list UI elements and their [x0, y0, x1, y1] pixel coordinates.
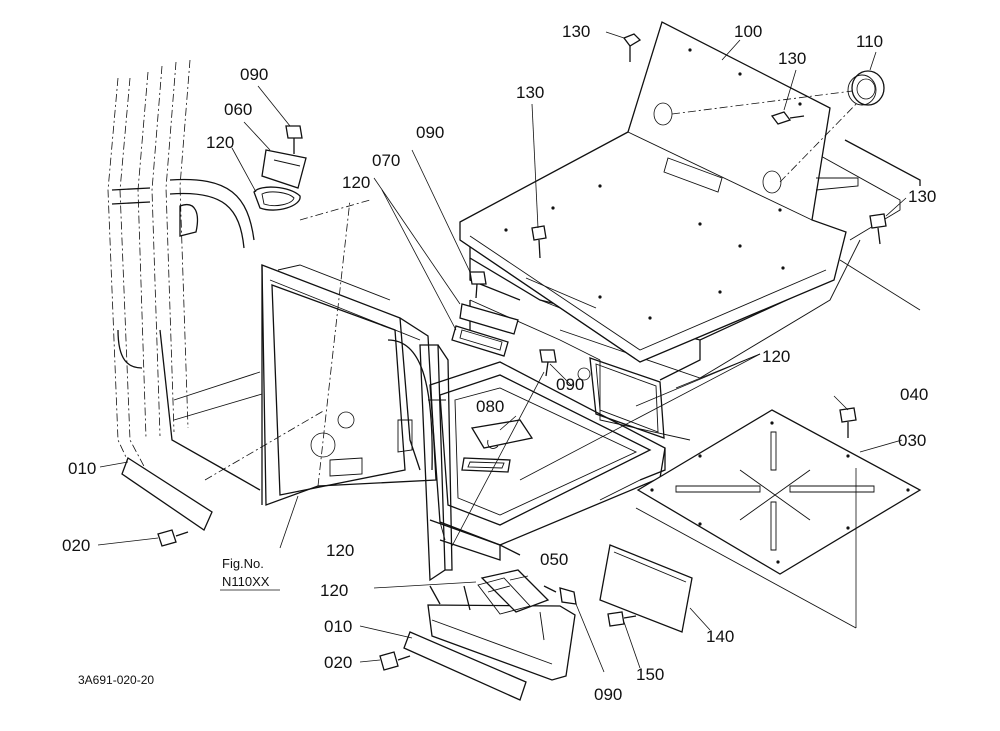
bolt-020-bottom: [379, 651, 411, 671]
label-110: 110: [856, 32, 883, 51]
label-140: 140: [706, 627, 734, 646]
label-020-bottom: 020: [324, 653, 352, 672]
label-030: 030: [898, 431, 926, 450]
label-130-right: 130: [908, 187, 936, 206]
label-120-lower: 120: [326, 541, 354, 560]
label-010-bottom: 010: [324, 617, 352, 636]
label-130-top: 130: [562, 22, 590, 41]
rear-opening: [577, 357, 665, 439]
part-120-gasket-top-left: [253, 186, 301, 211]
label-060: 060: [224, 100, 252, 119]
part-110-grommet: [847, 70, 885, 106]
figure-reference: Fig.No. N110XX: [220, 556, 280, 591]
bolt-090-center: [469, 271, 487, 299]
part-labels: 130 100 130 110 130 130 090 060 120 090 …: [62, 22, 936, 704]
label-090-bottom: 090: [594, 685, 622, 704]
part-030-floor-plate: [636, 409, 922, 575]
label-120-mid: 120: [342, 173, 370, 192]
front-console: [261, 199, 437, 506]
bolt-090-top-left: [285, 125, 303, 154]
part-060-cover: [261, 149, 307, 189]
bolt-150: [607, 611, 637, 627]
part-100-cover: [459, 21, 861, 363]
label-130-center: 130: [516, 83, 544, 102]
bolt-090-floor: [539, 349, 557, 377]
label-070: 070: [372, 151, 400, 170]
label-090-floor: 090: [556, 375, 584, 394]
label-090-top-left: 090: [240, 65, 268, 84]
label-040: 040: [900, 385, 928, 404]
label-090-center: 090: [416, 123, 444, 142]
bolt-icons: [157, 33, 887, 671]
label-050: 050: [540, 550, 568, 569]
bolt-130-top: [622, 33, 642, 62]
part-120-gasket-mid: [451, 325, 509, 357]
label-120-right: 120: [762, 347, 790, 366]
label-130-mid: 130: [778, 49, 806, 68]
bolt-130-center: [531, 225, 547, 259]
part-010-step-plates: [121, 457, 527, 701]
label-120-top-left: 120: [206, 133, 234, 152]
label-150: 150: [636, 665, 664, 684]
rops-frame: [107, 59, 326, 491]
part-120-gasket-floor: [461, 457, 511, 473]
part-080-cover: [470, 419, 534, 449]
label-080: 080: [476, 397, 504, 416]
leader-lines: [97, 31, 907, 673]
bolt-040: [839, 407, 857, 438]
part-070-cover: [459, 303, 519, 335]
drawing-code: 3A691-020-20: [78, 673, 154, 687]
label-100: 100: [734, 22, 762, 41]
fig-ref-line1: Fig.No.: [222, 556, 264, 571]
part-140-access-cover: [599, 544, 693, 633]
part-050-cover: [477, 569, 550, 615]
bolt-020-left: [157, 529, 189, 547]
label-010-left: 010: [68, 459, 96, 478]
bolt-130-right: [869, 213, 887, 245]
label-020-left: 020: [62, 536, 90, 555]
lower-step-frame: [427, 585, 576, 681]
bolt-090-bottom: [543, 585, 577, 605]
bolt-130-mid: [770, 111, 805, 125]
label-120-bottom: 120: [320, 581, 348, 600]
fig-ref-line2: N110XX: [222, 574, 270, 589]
